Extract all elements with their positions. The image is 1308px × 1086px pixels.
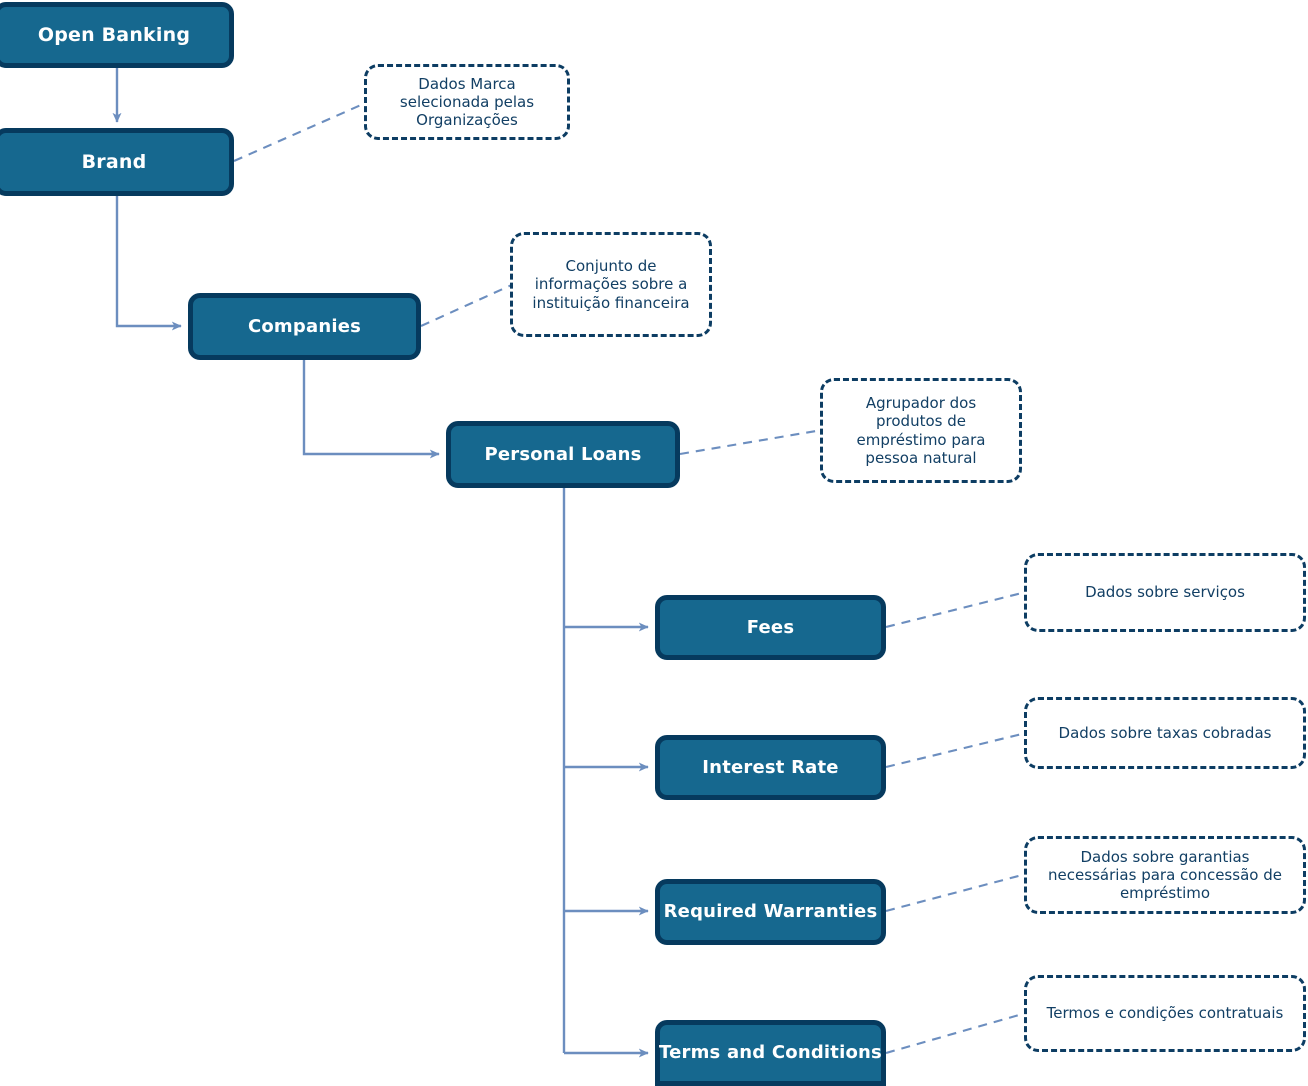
- leader-required-warranties-note: [885, 872, 1027, 913]
- note-brand-text: Dados Marca selecionada pelas Organizaçõ…: [399, 74, 535, 130]
- node-personal-loans[interactable]: Personal Loans: [446, 421, 680, 488]
- note-interest-rate-text: Dados sobre taxas cobradas: [1058, 723, 1272, 742]
- node-terms-and-conditions-label: Terms and Conditions: [659, 1042, 882, 1064]
- node-open-banking-label: Open Banking: [37, 23, 191, 46]
- note-fees: Dados sobre serviços: [1024, 553, 1306, 632]
- node-terms-and-conditions[interactable]: Terms and Conditions: [655, 1020, 886, 1086]
- leader-brand-note: [233, 100, 371, 162]
- note-interest-rate: Dados sobre taxas cobradas: [1024, 697, 1306, 769]
- note-terms-and-conditions-text: Termos e condições contratuais: [1046, 1004, 1284, 1023]
- node-companies[interactable]: Companies: [188, 293, 421, 360]
- note-terms-and-conditions: Termos e condições contratuais: [1024, 975, 1306, 1052]
- node-companies-label: Companies: [247, 315, 362, 337]
- node-brand-label: Brand: [81, 150, 147, 173]
- note-companies-text: Conjunto de informações sobre a institui…: [532, 257, 690, 312]
- node-required-warranties-label: Required Warranties: [663, 901, 878, 923]
- leader-companies-note: [420, 282, 517, 327]
- note-fees-text: Dados sobre serviços: [1085, 583, 1245, 602]
- note-required-warranties-text: Dados sobre garantias necessárias para c…: [1048, 847, 1282, 903]
- edge-brand-companies: [115, 196, 182, 331]
- node-personal-loans-label: Personal Loans: [484, 443, 642, 465]
- note-required-warranties: Dados sobre garantias necessárias para c…: [1024, 836, 1306, 914]
- node-interest-rate-label: Interest Rate: [702, 756, 839, 778]
- note-personal-loans: Agrupador dos produtos de empréstimo par…: [820, 378, 1022, 483]
- node-required-warranties[interactable]: Required Warranties: [655, 879, 886, 945]
- leader-interest-rate-note: [885, 731, 1027, 769]
- leader-personal-loans-note: [679, 428, 823, 456]
- node-brand[interactable]: Brand: [0, 128, 234, 196]
- note-companies: Conjunto de informações sobre a institui…: [510, 232, 712, 337]
- edge-companies-personal-loans: [302, 360, 440, 459]
- node-fees[interactable]: Fees: [655, 595, 886, 660]
- leader-terms-and-conditions-note: [885, 1011, 1027, 1055]
- note-brand: Dados Marca selecionada pelas Organizaçõ…: [364, 64, 570, 140]
- note-personal-loans-text: Agrupador dos produtos de empréstimo par…: [856, 393, 986, 467]
- node-open-banking[interactable]: Open Banking: [0, 2, 234, 68]
- node-fees-label: Fees: [746, 616, 795, 638]
- leader-fees-note: [885, 590, 1027, 629]
- node-interest-rate[interactable]: Interest Rate: [655, 735, 886, 800]
